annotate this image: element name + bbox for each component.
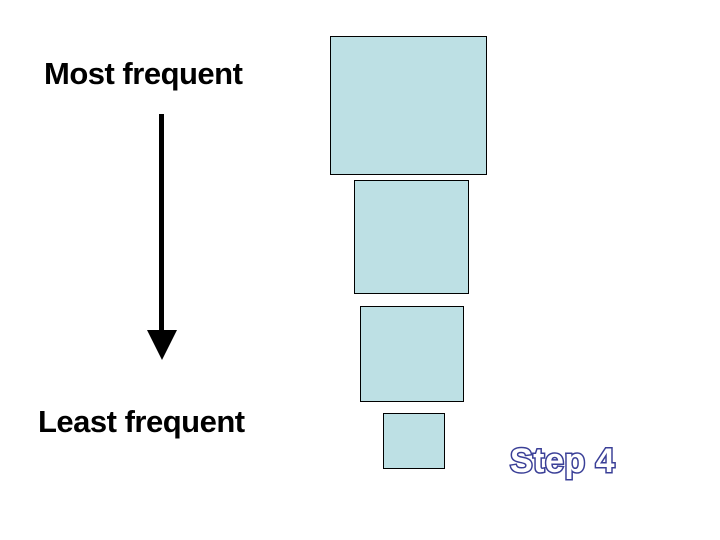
frequency-box-3 <box>360 306 464 402</box>
frequency-box-1 <box>330 36 487 175</box>
frequency-box-2 <box>354 180 469 294</box>
step-title: Step 4 <box>508 441 616 482</box>
arrow-head <box>147 330 177 360</box>
most-frequent-label: Most frequent <box>44 56 243 91</box>
frequency-box-4 <box>383 413 445 469</box>
least-frequent-label: Least frequent <box>38 404 245 439</box>
arrow-shaft <box>159 114 164 332</box>
arrow-down-icon <box>147 114 177 360</box>
